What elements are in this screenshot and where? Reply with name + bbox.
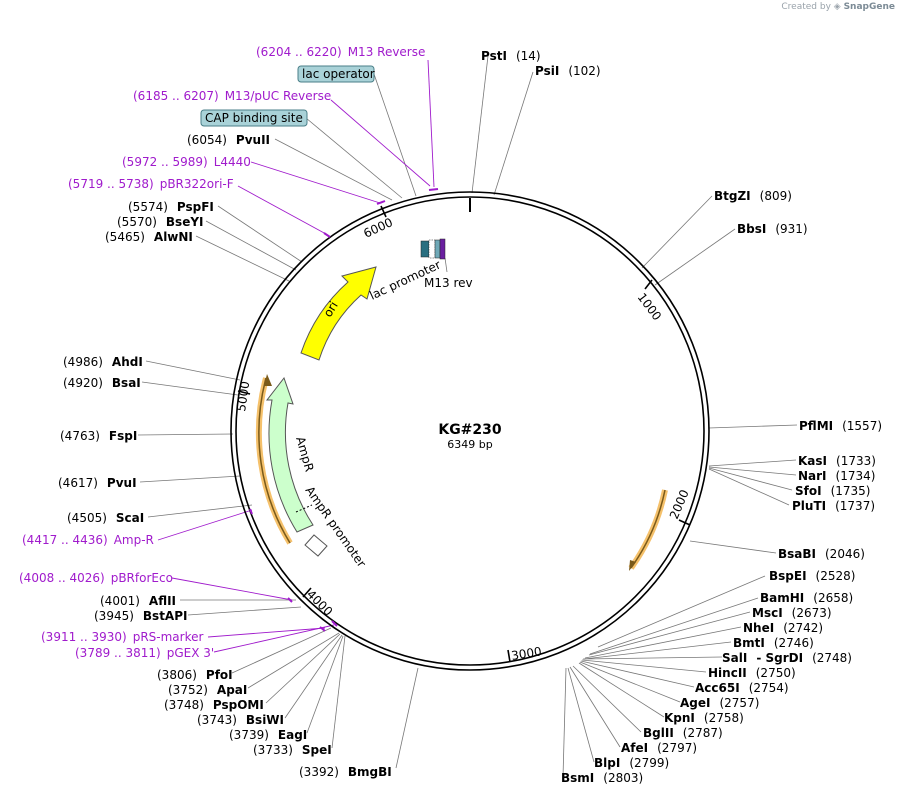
ampr-promoter-feature (304, 534, 328, 557)
enzyme-pspFI: (5574)PspFI (128, 200, 214, 214)
orf-right-head (629, 560, 636, 571)
enzyme-pstI: PstI(14) (481, 49, 541, 63)
enzyme-bamHI: BamHI(2658) (760, 591, 853, 605)
enzyme-pspOMI: (3748)PspOMI (164, 698, 264, 712)
enzyme-bbsI: BbsI(931) (737, 222, 808, 236)
enzyme-salI-sgrDI: SalI- SgrDI(2748) (722, 651, 852, 665)
enzyme-pfoI: (3806)PfoI (157, 668, 233, 682)
lac-region (420, 238, 446, 260)
enzyme-btgZI: BtgZI(809) (714, 189, 792, 203)
backbone-inner (235, 196, 705, 666)
tick-3000: 3000 (510, 644, 542, 663)
enzyme-eagI: (3739)EagI (229, 728, 307, 742)
enzyme-bspEI: BspEI(2528) (769, 569, 855, 583)
enzyme-bstAPI: (3945)BstAPI (94, 609, 187, 623)
enzyme-bsiWI: (3743)BsiWI (197, 713, 284, 727)
primer-label-l4440: (5972 .. 5989)L4440 (122, 155, 251, 169)
enzyme-sfoI: SfoI(1735) (795, 484, 870, 498)
credit-brand: SnapGene (843, 2, 895, 12)
snapgene-logo-icon: ◈ (833, 2, 841, 12)
primer-label-pbrforeco: (4008 .. 4026)pBRforEco (19, 571, 173, 585)
enzyme-scaI: (4505)ScaI (67, 511, 144, 525)
enzyme-narI: NarI(1734) (798, 469, 875, 483)
enzyme-pflMI: PflMI(1557) (799, 419, 882, 433)
enzyme-apaI: (3752)ApaI (168, 683, 247, 697)
enzyme-bsaI: (4920)BsaI (63, 376, 141, 390)
primer-marks (249, 188, 439, 632)
enzyme-bmtI: BmtI(2746) (733, 636, 814, 650)
enzyme-ageI: AgeI(2757) (680, 696, 759, 710)
tick-6000: 6000 (361, 215, 395, 241)
tick-5000: 5000 (234, 380, 252, 412)
enzyme-hincII: HincII(2750) (708, 666, 796, 680)
enzyme-bmgBI: (3392)BmgBI (299, 765, 392, 779)
cap-site-label: CAP binding site (205, 111, 303, 125)
enzyme-fspI: (4763)FspI (60, 429, 137, 443)
enzyme-nheI: NheI(2742) (743, 621, 823, 635)
primer-label-amp-r: (4417 .. 4436)Amp-R (22, 533, 154, 547)
enzyme-labels-left: (3392)BmgBI (3733)SpeI (3739)EagI (3743)… (58, 133, 392, 779)
enzyme-afeI: AfeI(2797) (621, 741, 697, 755)
enzyme-bsaBI: BsaBI(2046) (778, 547, 865, 561)
enzyme-pvuII: (6054)PvuII (187, 133, 270, 147)
enzyme-pluTI: PluTI(1737) (792, 499, 875, 513)
cap-site-box (200, 109, 308, 127)
snapgene-credit: Created by ◈ SnapGene (781, 2, 895, 12)
primer-label-pbr322ori-f: (5719 .. 5738)pBR322ori-F (68, 177, 234, 191)
primer-label-prs-marker: (3911 .. 3930)pRS-marker (41, 630, 203, 644)
orf-left (258, 377, 291, 544)
enzyme-bsmI: BsmI(2803) (561, 771, 643, 785)
enzyme-mscI: MscI(2673) (752, 606, 832, 620)
primer-label-m13-puc-reverse: (6185 .. 6207)M13/pUC Reverse (133, 89, 331, 103)
backbone-outer (230, 191, 710, 671)
enzyme-speI: (3733)SpeI (253, 743, 332, 757)
enzyme-kpnI: KpnI(2758) (664, 711, 744, 725)
enzyme-blpI: BlpI(2799) (594, 756, 669, 770)
m13-rev-label: M13 rev (424, 276, 473, 290)
primer-leader-lines (157, 59, 435, 653)
primer-label-m13-reverse: (6204 .. 6220)M13 Reverse (256, 45, 425, 59)
ampr-feature (265, 376, 314, 533)
orf-right-halo (628, 489, 668, 570)
ori-feature (300, 266, 377, 361)
enzyme-labels-right: PstI(14) PsiI(102) BtgZI(809) BbsI(931) … (481, 49, 882, 785)
plasmid-length: 6349 bp (447, 438, 492, 451)
enzyme-bseYI: (5570)BseYI (117, 215, 204, 229)
enzyme-acc65I: Acc65I(2754) (695, 681, 789, 695)
ampr-start-marker (295, 504, 313, 513)
enzyme-aflII: (4001)AflII (100, 594, 176, 608)
ampr-label: AmpR (293, 435, 316, 473)
lac-operator-label: lac operator (302, 67, 375, 81)
enzyme-kasI: KasI(1733) (798, 454, 876, 468)
leader-lines (137, 55, 798, 778)
lac-operator-box (297, 65, 375, 83)
enzyme-pvuI: (4617)PvuI (58, 476, 137, 490)
tick-4000: 4000 (304, 587, 335, 618)
orf-left-head (264, 374, 272, 386)
plasmid-name: KG#230 (438, 422, 502, 438)
enzyme-ahdI: (4986)AhdI (63, 355, 143, 369)
enzyme-alwNI: (5465)AlwNI (105, 230, 193, 244)
enzyme-bglII: BglII(2787) (643, 726, 723, 740)
scale-ticks (237, 205, 691, 663)
primer-labels: (6204 .. 6220)M13 Reverse (6185 .. 6207)… (19, 45, 425, 660)
primer-label-pgex-3: (3789 .. 3811)pGEX 3' (75, 646, 214, 660)
credit-prefix: Created by (781, 2, 831, 12)
enzyme-psiI: PsiI(102) (535, 64, 601, 78)
ampr-promoter-label: AmpR promoter (303, 484, 369, 570)
